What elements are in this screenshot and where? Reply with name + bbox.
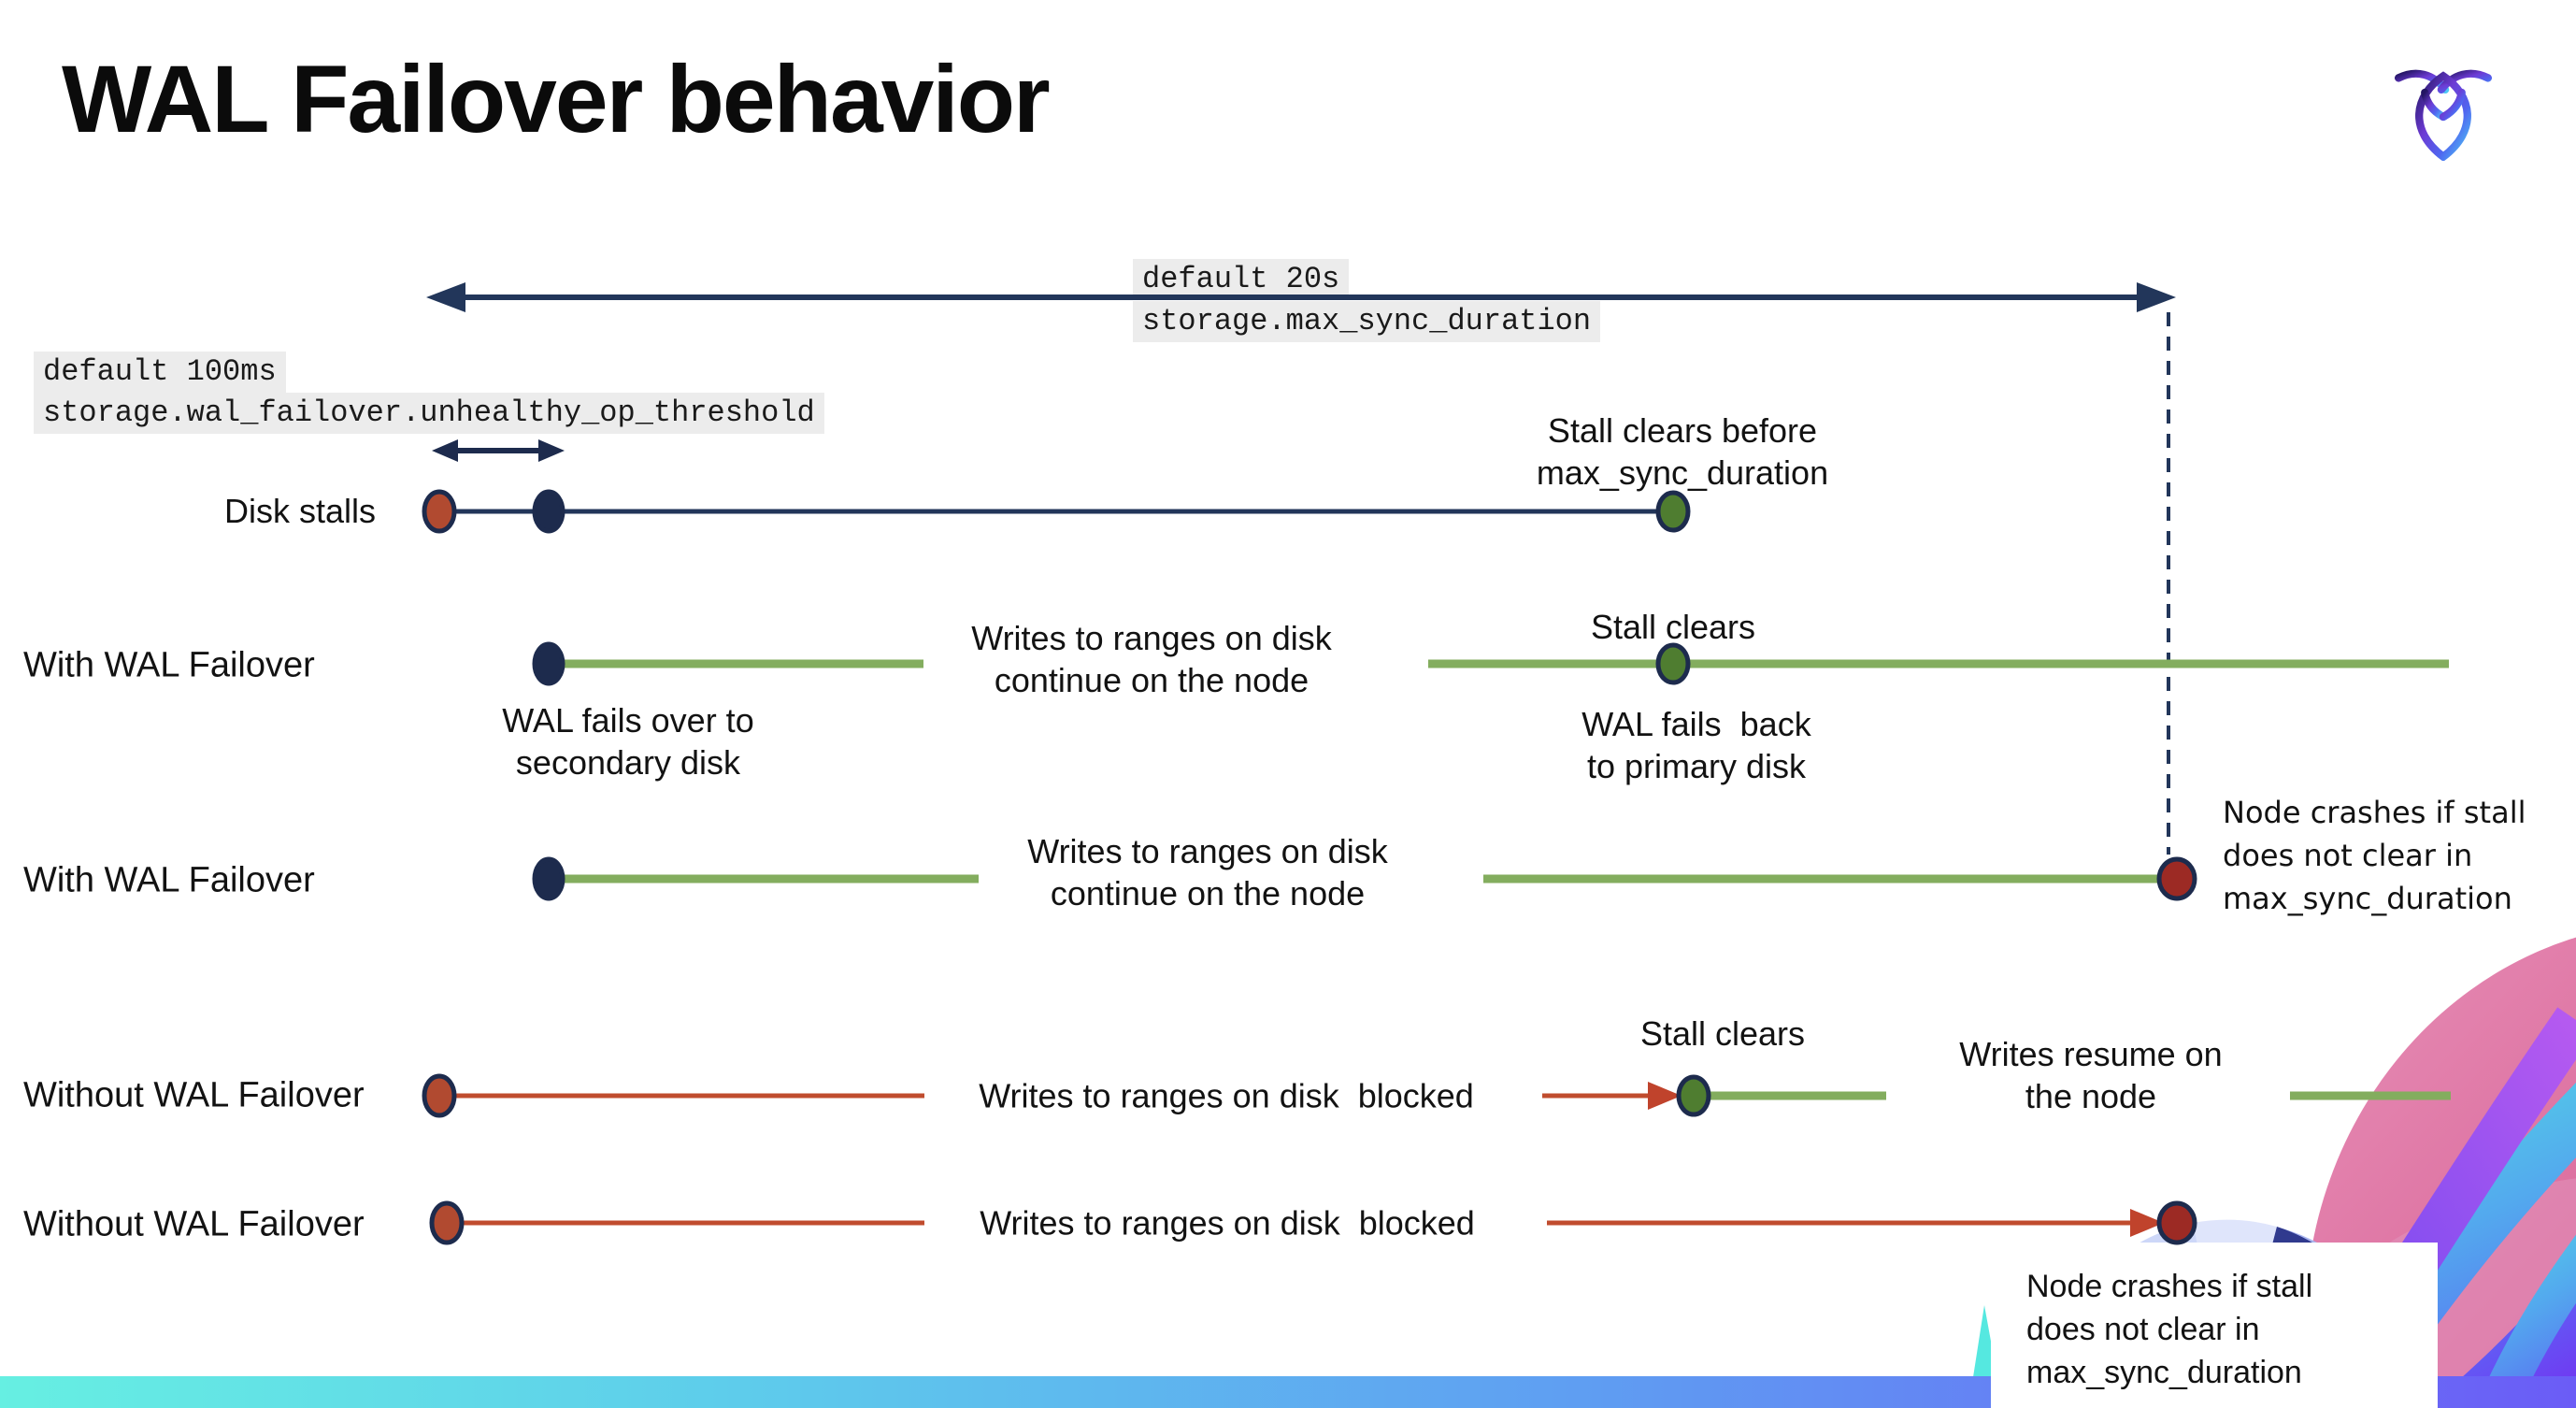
wal-fails-over-label: WAL fails over to secondary disk — [502, 701, 754, 782]
indigo-fill-shape — [2426, 1258, 2576, 1408]
writes-continue-label-1: Writes to ranges on disk continue on the… — [971, 619, 1332, 699]
cockroachdb-logo-icon — [2395, 69, 2492, 161]
stall-clears-label-1: Stall clears — [1590, 608, 1756, 646]
row2-failover-dot — [532, 641, 565, 686]
threshold-arrow — [432, 439, 565, 462]
row1-stall-clears-dot — [1655, 490, 1691, 533]
row4-red-arrowhead — [1648, 1082, 1682, 1110]
max-sync-duration-arrow — [426, 282, 2176, 312]
row4-stall-start-dot — [422, 1073, 457, 1118]
stall-clears-before-label: Stall clears before max_sync_duration — [1536, 411, 1829, 492]
row5-red-arrowhead — [2130, 1209, 2164, 1237]
wal-fails-back-label: WAL fails back to primary disk — [1581, 705, 1811, 785]
row-label-without-wal-failover-2: Without WAL Failover — [23, 1204, 365, 1244]
row5-stall-start-dot — [429, 1200, 465, 1245]
threshold-setting-chip: storage.wal_failover.unhealthy_op_thresh… — [34, 393, 824, 434]
row1-threshold-dot — [532, 489, 565, 534]
node-crash-callout-text: Node crashes if stall does not clear in … — [2026, 1269, 2313, 1390]
row-label-without-wal-failover-1: Without WAL Failover — [23, 1075, 365, 1115]
writes-blocked-label-2: Writes to ranges on disk blocked — [980, 1203, 1475, 1243]
writes-resume-label: Writes resume on the node — [1959, 1035, 2223, 1115]
row2-stall-clears-dot — [1655, 642, 1691, 685]
row4-stall-clears-dot — [1676, 1074, 1711, 1117]
row1-stall-start-dot — [422, 489, 457, 534]
writes-blocked-label-1: Writes to ranges on disk blocked — [979, 1076, 1474, 1115]
max-sync-default-chip: default 20s — [1133, 259, 1350, 300]
row-label-with-wal-failover-1: With WAL Failover — [23, 645, 315, 685]
threshold-default-chip: default 100ms — [34, 352, 286, 393]
node-crash-callout-box: Node crashes if stall does not clear in … — [1991, 1243, 2438, 1408]
max-sync-setting-chip: storage.max_sync_duration — [1133, 301, 1601, 342]
writes-continue-label-2: Writes to ranges on disk continue on the… — [1027, 832, 1388, 912]
row3-failover-dot — [532, 856, 565, 901]
row-label-disk-stalls: Disk stalls — [224, 492, 377, 530]
stall-clears-label-2: Stall clears — [1639, 1014, 1806, 1053]
row5-crash-dot — [2156, 1200, 2197, 1245]
row-label-with-wal-failover-2: With WAL Failover — [23, 860, 315, 900]
page-title: WAL Failover behavior — [62, 46, 1051, 152]
node-crashes-label: Node crashes if stall does not clear in … — [2223, 795, 2526, 916]
row3-crash-dot — [2156, 856, 2197, 901]
